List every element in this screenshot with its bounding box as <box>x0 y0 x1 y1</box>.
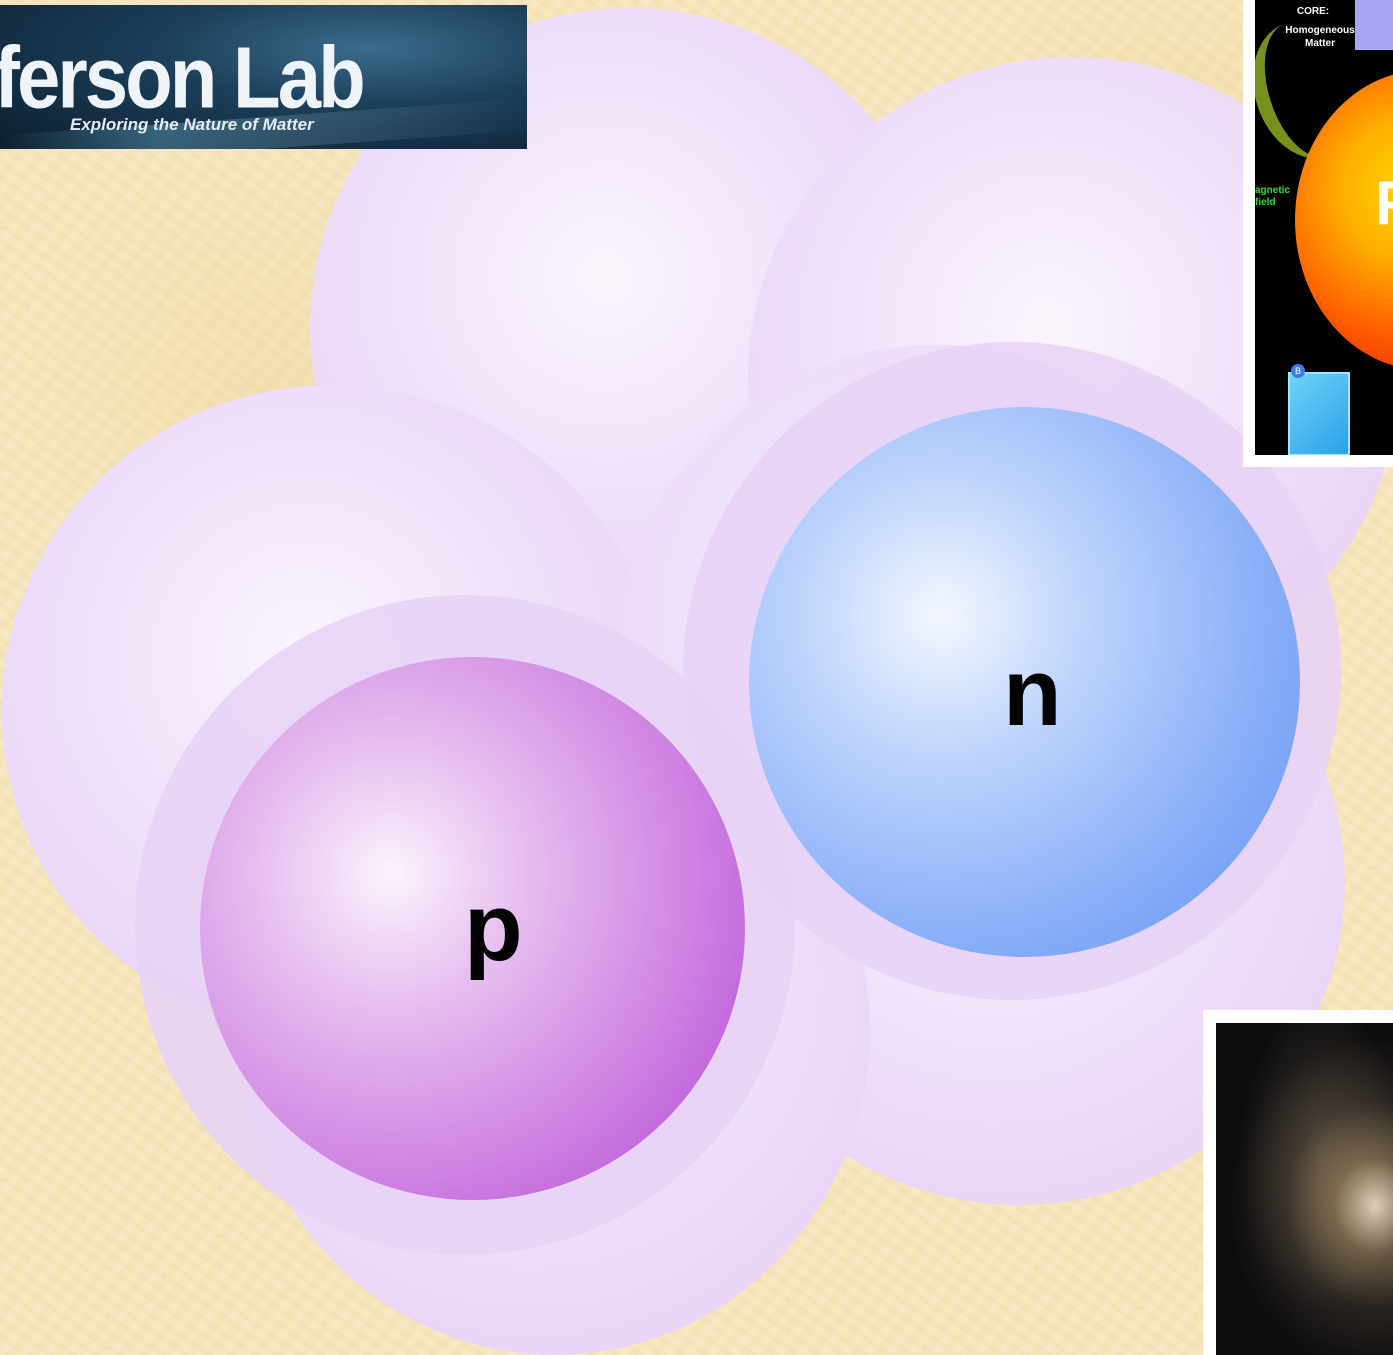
magnetic-field-label: agnetic field <box>1255 185 1291 208</box>
galaxy-figure <box>1203 1010 1393 1355</box>
star-letter: F <box>1375 168 1393 239</box>
core-text: Homogeneous Matter <box>1285 25 1355 49</box>
crystal-lattice-icon <box>1288 372 1350 455</box>
neutron-star-figure: CORE: Homogeneous Matter F agnetic field… <box>1243 0 1393 467</box>
proton-sphere <box>200 657 745 1200</box>
lattice-badge: B <box>1291 364 1305 378</box>
core-box <box>1355 0 1393 50</box>
banner-tagline: Exploring the Nature of Matter <box>70 115 314 134</box>
proton-label: p <box>464 874 523 981</box>
neutron-star-image: CORE: Homogeneous Matter F agnetic field… <box>1255 0 1393 455</box>
core-heading: CORE: <box>1296 6 1330 17</box>
jefferson-lab-banner: ferson Lab Exploring the Nature of Matte… <box>0 5 527 149</box>
neutron-label: n <box>1003 639 1062 746</box>
banner-title: ferson Lab <box>0 28 366 127</box>
galaxy-image <box>1216 1023 1393 1355</box>
neutron-sphere <box>749 407 1300 957</box>
